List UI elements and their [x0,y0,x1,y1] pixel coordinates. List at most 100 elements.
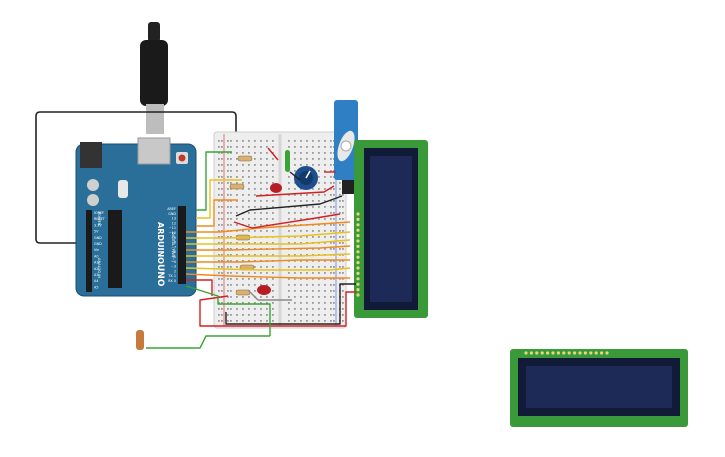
breadboard-hole [306,320,308,322]
digital-header[interactable] [178,206,186,284]
lcd-16x2-spare[interactable] [510,349,688,427]
wire-orange-4[interactable] [186,259,350,263]
breadboard-hole [254,320,256,322]
breadboard-hole [288,296,290,298]
breadboard-hole [218,140,220,142]
breadboard-hole [333,248,335,250]
resistor-1[interactable] [237,155,253,162]
arduino-uno-board[interactable]: ARDUINO UNO AREFGND1312~11~10~987~6~54~3… [75,137,197,297]
wire-yellow-4[interactable] [186,253,351,257]
wire-green-1[interactable] [196,151,232,211]
breadboard-hole [272,230,274,232]
usb-cable[interactable] [140,22,168,134]
breadboard-hole [333,212,335,214]
breadboard-hole [300,206,302,208]
green-component[interactable] [285,150,290,172]
breadboard-hole [306,314,308,316]
wire-yellow-1[interactable] [196,179,242,219]
wire-yellow-3[interactable] [186,239,351,245]
breadboard-hole [221,170,223,172]
breadboard-hole [266,188,268,190]
led-red-2[interactable] [257,285,271,295]
breadboard-hole [300,158,302,160]
lcd-spare-pin [589,351,593,355]
crystal [118,180,128,198]
wire-orange-2[interactable] [186,221,351,233]
power-pin-label: RESET [94,217,106,221]
breadboard-hole [221,188,223,190]
wire-orange-5[interactable] [185,273,350,279]
lcd-16x2-main[interactable] [354,140,428,318]
breadboard-hole [227,254,229,256]
breadboard-hole [266,182,268,184]
breadboard-hole [221,248,223,250]
breadboard-hole [227,296,229,298]
wire-green-2[interactable] [185,285,271,336]
breadboard-hole [300,212,302,214]
photoresistor[interactable] [136,330,144,350]
breadboard-hole [230,158,232,160]
resistor-2[interactable] [229,183,245,190]
breadboard-hole [260,206,262,208]
breadboard-hole [248,188,250,190]
wire-yellow-2[interactable] [186,231,351,239]
power-analog-header[interactable] [86,210,92,292]
breadboard-hole [248,272,250,274]
breadboard-hole [254,206,256,208]
breadboard-hole [324,260,326,262]
wire-red-3[interactable] [255,185,335,197]
reset-button-cap [178,154,186,162]
wire-red-5[interactable] [267,147,279,161]
breadboard-hole [230,176,232,178]
wire-black-1[interactable] [225,283,356,325]
breadboard-hole [248,302,250,304]
breadboard-hole [230,290,232,292]
breadboard-hole [254,302,256,304]
breadboard-hole [342,278,344,280]
breadboard-hole [300,230,302,232]
breadboard-hole [339,260,341,262]
breadboard-hole [230,260,232,262]
breadboard-hole [300,194,302,196]
breadboard-hole [254,314,256,316]
breadboard-hole [300,140,302,142]
breadboard-hole [266,278,268,280]
wire-orange-3[interactable] [186,245,351,251]
breadboard-hole [248,260,250,262]
led-red-1[interactable] [270,183,282,193]
breadboard-hole [300,278,302,280]
wire-orange-1[interactable] [196,199,238,227]
wire-red-4[interactable] [233,213,341,229]
servo-connector [342,180,356,194]
wire-red-2[interactable] [199,291,356,327]
breadboard-hole [254,218,256,220]
wire-black-loop[interactable] [35,111,237,244]
breadboard-hole [260,302,262,304]
breadboard-hole [312,194,314,196]
wires[interactable] [146,147,356,349]
wire-black-2[interactable] [235,195,343,217]
breadboard-hole [318,314,320,316]
breadboard-hole [312,164,314,166]
servo-motor[interactable] [334,100,358,194]
breadboard-hole [248,212,250,214]
digital-pin-label: ~10 [169,231,176,235]
potentiometer[interactable] [294,166,318,190]
wire-red-1[interactable] [186,279,213,296]
breadboard-hole [272,158,274,160]
wire-black-3[interactable] [289,171,301,181]
digital-pin-label: RX 0 [168,279,176,283]
breadboard-hole [306,272,308,274]
breadboard-hole [324,158,326,160]
wire-yellow-5[interactable] [185,267,351,271]
breadboard-hole [324,188,326,190]
breadboard-hole [330,194,332,196]
wire-green-3[interactable] [146,335,270,349]
breadboard-hole [312,212,314,214]
wire-gray-1[interactable] [247,289,292,301]
breadboard-hole [260,296,262,298]
breadboard-hole [221,290,223,292]
power-pin-label: A2 [94,267,98,271]
breadboard-hole [221,242,223,244]
